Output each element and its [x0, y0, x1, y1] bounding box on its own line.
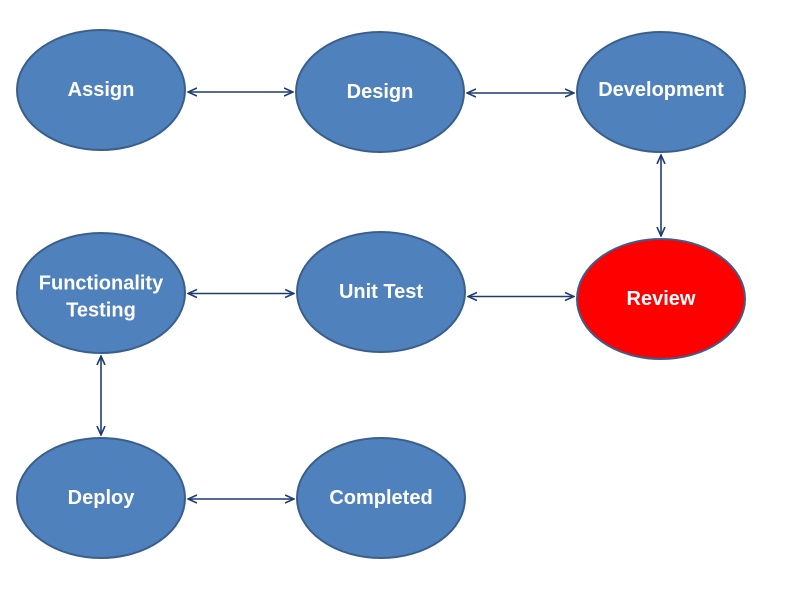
node-completed: Completed: [296, 437, 466, 559]
nodes-layer: Assign Design DevelopmentFunctionalityTest…: [16, 29, 746, 559]
node-functionality-testing-label: Functionality: [39, 273, 164, 295]
node-functionality-testing-label: Testing: [66, 300, 136, 322]
node-review-label: Review: [627, 288, 696, 310]
node-review-shape: [576, 238, 746, 360]
node-design-shape: [295, 31, 465, 153]
edges-layer: [101, 92, 661, 499]
node-completed-label: Completed: [329, 487, 432, 509]
node-unit-test: Unit Test: [296, 231, 466, 353]
node-unit-test-shape: [296, 231, 466, 353]
node-assign-label: Assign: [68, 79, 135, 101]
node-development-shape: [576, 31, 746, 153]
node-design-label: Design: [347, 81, 414, 103]
node-deploy: Deploy: [16, 437, 186, 559]
node-assign: Assign: [16, 29, 186, 151]
node-review: Review: [576, 238, 746, 360]
node-unit-test-label: Unit Test: [339, 281, 423, 303]
node-development-label: Development: [598, 79, 724, 101]
node-deploy-shape: [16, 437, 186, 559]
node-development: Development: [576, 31, 746, 153]
node-completed-shape: [296, 437, 466, 559]
node-design: Design: [295, 31, 465, 153]
node-functionality-testing-shape: [16, 232, 186, 354]
node-assign-shape: [16, 29, 186, 151]
node-deploy-label: Deploy: [68, 487, 136, 509]
